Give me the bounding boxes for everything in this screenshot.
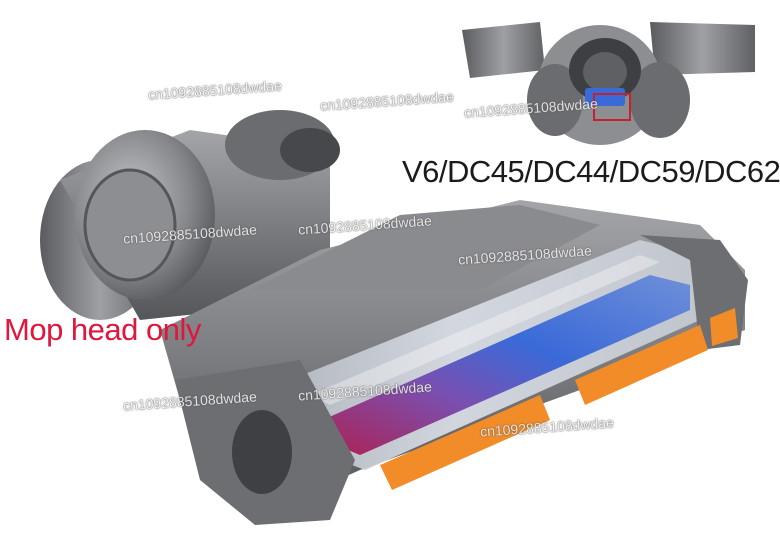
brush-window [290,240,700,470]
orange-bumpers [380,308,738,490]
neck-assembly [40,110,340,320]
vacuum-head-illustration [40,22,755,525]
compatible-models-caption: V6/DC45/DC44/DC59/DC62 [402,154,780,189]
inset-rear-view [462,22,755,145]
product-photo: Mop head only V6/DC45/DC44/DC59/DC62 cn1… [4,22,780,525]
brush-roll [300,275,690,455]
mop-head-caption: Mop head only [4,312,201,347]
end-cap-latch [232,410,292,494]
